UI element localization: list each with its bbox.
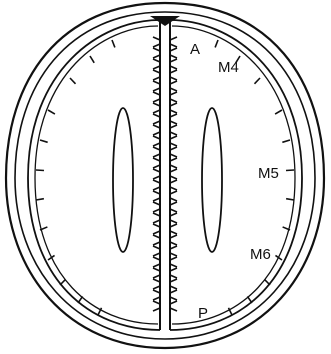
midline-branch-left bbox=[153, 290, 160, 300]
midline-branch-left bbox=[153, 125, 160, 135]
midline-branch-left bbox=[153, 191, 160, 201]
midline-branch-left bbox=[153, 81, 160, 91]
midline-branch-right bbox=[170, 147, 177, 157]
left-ventricle bbox=[113, 108, 133, 252]
label-m6: M6 bbox=[250, 246, 271, 263]
left-hemisphere-inner bbox=[35, 26, 158, 324]
midline-branch-left bbox=[153, 103, 160, 113]
midline-branch-left bbox=[153, 169, 160, 179]
vein-tick-right bbox=[275, 110, 282, 114]
midline-branch-left bbox=[153, 224, 160, 234]
midline-branch-right bbox=[170, 158, 177, 168]
midline-vessel-branches bbox=[153, 37, 177, 311]
midline-branch-right bbox=[170, 246, 177, 256]
midline-branch-left bbox=[153, 158, 160, 168]
vein-tick-left bbox=[112, 40, 115, 47]
right-ventricle bbox=[202, 108, 222, 252]
midline-branch-right bbox=[170, 59, 177, 69]
midline-branch-left bbox=[153, 235, 160, 245]
vein-tick-left bbox=[90, 56, 94, 63]
vein-tick-left bbox=[60, 279, 66, 285]
vein-tick-right bbox=[254, 78, 260, 84]
midline-branch-left bbox=[153, 48, 160, 58]
vein-tick-right bbox=[286, 199, 294, 200]
midline-branch-right bbox=[170, 257, 177, 267]
cortical-veins bbox=[36, 40, 294, 315]
midline-branch-left bbox=[153, 257, 160, 267]
midline-branch-left bbox=[153, 279, 160, 289]
vein-tick-right bbox=[264, 279, 270, 285]
midline-branch-left bbox=[153, 114, 160, 124]
midline-branch-left bbox=[153, 59, 160, 69]
lateral-ventricles bbox=[113, 108, 222, 252]
midline-branch-left bbox=[153, 37, 160, 47]
midline-branch-right bbox=[170, 70, 177, 80]
midline-branch-right bbox=[170, 81, 177, 91]
midline-branch-left bbox=[153, 70, 160, 80]
midline-branch-left bbox=[153, 147, 160, 157]
label-m4: M4 bbox=[218, 59, 239, 76]
midline-branch-left bbox=[153, 92, 160, 102]
midline-branch-right bbox=[170, 213, 177, 223]
vein-tick-left bbox=[40, 140, 48, 142]
vein-tick-right bbox=[247, 296, 252, 303]
midline-branch-right bbox=[170, 301, 177, 311]
midline-branch-right bbox=[170, 191, 177, 201]
label-posterior: P bbox=[198, 305, 208, 322]
midline-branch-right bbox=[170, 279, 177, 289]
midline-branch-left bbox=[153, 180, 160, 190]
midline-branch-right bbox=[170, 92, 177, 102]
midline-branch-right bbox=[170, 202, 177, 212]
midline-branch-right bbox=[170, 114, 177, 124]
midline-branch-left bbox=[153, 202, 160, 212]
midline-branch-left bbox=[153, 213, 160, 223]
midline-branch-right bbox=[170, 37, 177, 47]
vein-tick-left bbox=[36, 199, 44, 200]
midline-branch-right bbox=[170, 136, 177, 146]
vein-tick-left bbox=[48, 110, 55, 114]
midline-branch-right bbox=[170, 103, 177, 113]
label-m5: M5 bbox=[258, 165, 279, 182]
midline-branch-left bbox=[153, 136, 160, 146]
vein-tick-left bbox=[78, 296, 83, 303]
midline-branch-right bbox=[170, 290, 177, 300]
midline-branch-right bbox=[170, 180, 177, 190]
midline-branch-right bbox=[170, 169, 177, 179]
midline-branch-left bbox=[153, 268, 160, 278]
midline-branch-left bbox=[153, 301, 160, 311]
midline-branch-right bbox=[170, 48, 177, 58]
midline-branch-right bbox=[170, 224, 177, 234]
falx-cerebri bbox=[150, 16, 180, 330]
midline-branch-left bbox=[153, 246, 160, 256]
vein-tick-right bbox=[282, 140, 290, 142]
label-anterior: A bbox=[190, 41, 200, 58]
vein-tick-left bbox=[70, 78, 76, 84]
vein-tick-right bbox=[215, 40, 218, 47]
midline-branch-right bbox=[170, 235, 177, 245]
midline-branch-right bbox=[170, 268, 177, 278]
midline-branch-right bbox=[170, 125, 177, 135]
